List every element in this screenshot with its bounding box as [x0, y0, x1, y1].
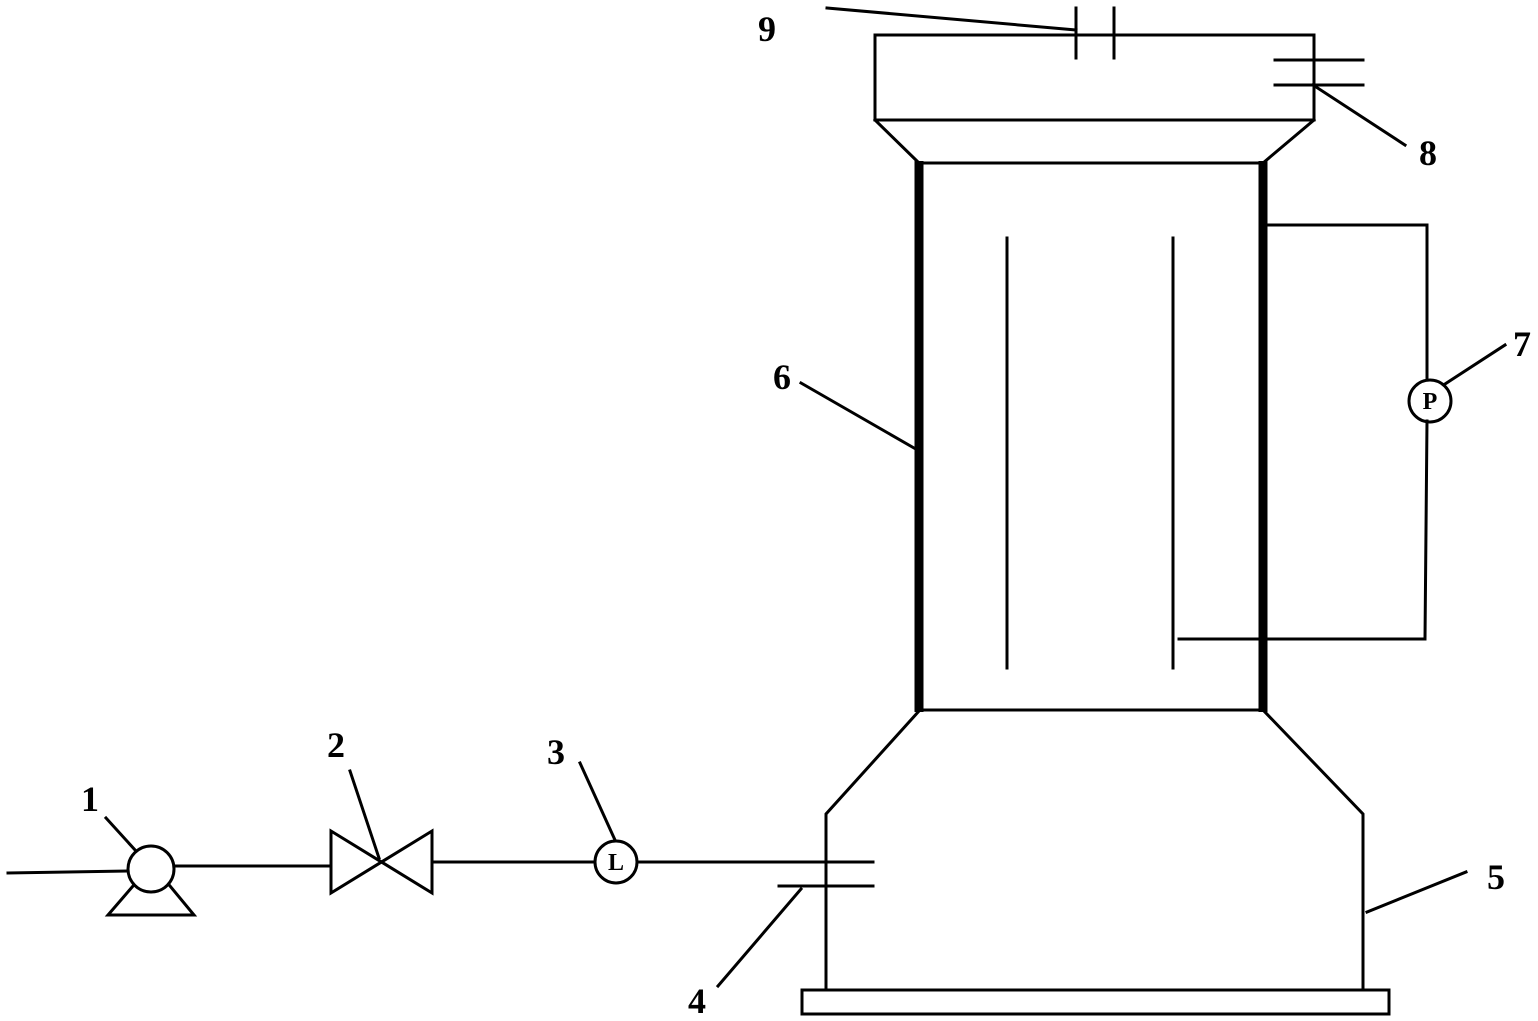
lower-chamber: [824, 708, 1365, 990]
label-9: 9: [758, 9, 776, 49]
leader-3: [578, 761, 617, 842]
valve: [329, 828, 434, 896]
pump: [6, 844, 198, 917]
label-5: 5: [1487, 857, 1505, 897]
label-2: 2: [327, 725, 345, 765]
label-3: 3: [547, 732, 565, 772]
leader-8: [1310, 82, 1408, 148]
top-nozzle: [1074, 6, 1116, 60]
leader-9: [825, 6, 1078, 32]
label-4: 4: [688, 981, 706, 1021]
leader-4: [715, 886, 804, 989]
label-8: 8: [1419, 133, 1437, 173]
upper-transition: [872, 117, 1317, 166]
flow-meter-symbol: L: [608, 850, 624, 876]
pressure-gauge: P: [1407, 378, 1453, 424]
leader-7: [1442, 342, 1508, 387]
leader-1: [103, 815, 139, 854]
label-7: 7: [1513, 324, 1531, 364]
leader-5: [1365, 870, 1468, 914]
side-nozzle: [1273, 58, 1365, 87]
base-plate: [800, 988, 1391, 1016]
leader-6: [798, 380, 917, 451]
flow-meter: L: [593, 839, 639, 885]
top-chamber: [873, 33, 1316, 122]
pressure-gauge-symbol: P: [1423, 389, 1438, 415]
label-1: 1: [81, 779, 99, 819]
leader-2: [348, 769, 381, 860]
label-6: 6: [773, 357, 791, 397]
pressure-loop: [1177, 223, 1429, 641]
